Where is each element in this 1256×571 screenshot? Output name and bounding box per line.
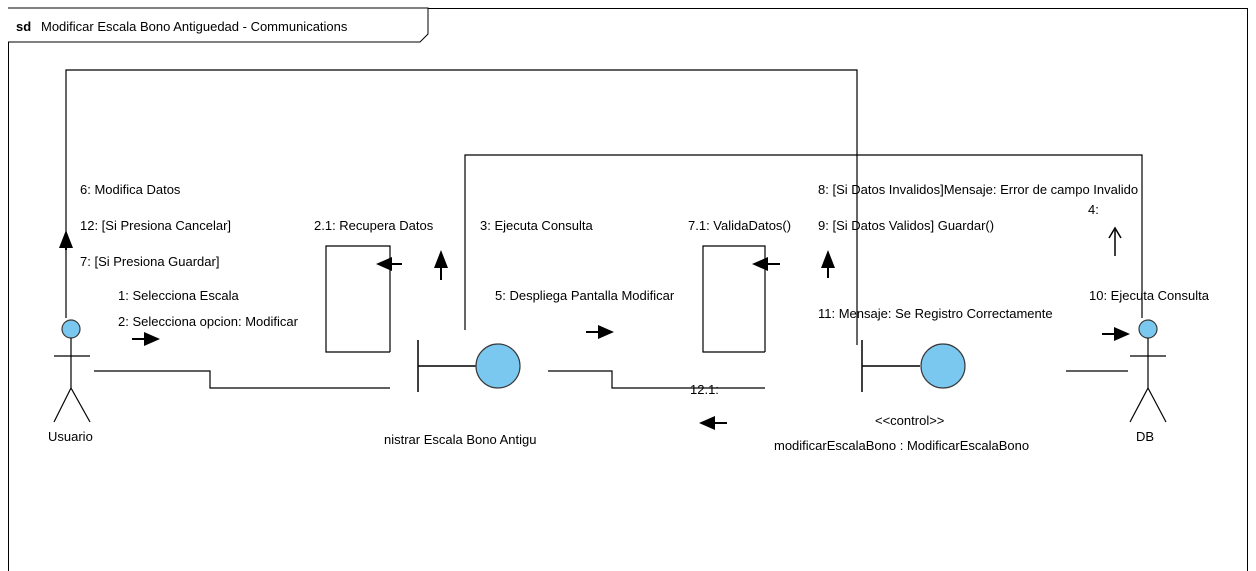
arrow-right-10 xyxy=(1102,327,1130,341)
link-usuario-boundary xyxy=(94,370,390,389)
frame-title-tab: sd Modificar Escala Bono Antiguedad - Co… xyxy=(8,7,429,43)
msg-9: 9: [Si Datos Validos] Guardar() xyxy=(818,218,994,233)
arrow-left-2-1 xyxy=(376,257,402,271)
msg-5: 5: Despliega Pantalla Modificar xyxy=(495,288,675,303)
frame-title: Modificar Escala Bono Antiguedad - Commu… xyxy=(41,19,348,34)
actor-usuario-label: Usuario xyxy=(48,429,93,444)
links xyxy=(65,69,1143,389)
msg-3: 3: Ejecuta Consulta xyxy=(480,218,594,233)
msg-6: 6: Modifica Datos xyxy=(80,182,181,197)
control-circle xyxy=(920,343,966,389)
link-usuario-control xyxy=(65,69,858,345)
actor-usuario[interactable]: Usuario xyxy=(48,319,93,444)
actor-db-label: DB xyxy=(1136,429,1154,444)
arrow-left-12-1 xyxy=(699,416,727,430)
arrow-left-7-1 xyxy=(752,257,780,271)
actor-usuario-head xyxy=(61,319,81,339)
msg-7-1: 7.1: ValidaDatos() xyxy=(688,218,791,233)
msg-11: 11: Mensaje: Se Registro Correctamente xyxy=(818,306,1053,321)
msg-7: 7: [Si Presiona Guardar] xyxy=(80,254,219,269)
control-label: modificarEscalaBono : ModificarEscalaBon… xyxy=(774,438,1029,453)
actor-db-head xyxy=(1138,319,1158,339)
control-stereotype: <<control>> xyxy=(875,413,944,428)
arrow-up-8-9 xyxy=(821,250,835,278)
msg-2: 2: Selecciona opcion: Modificar xyxy=(118,314,299,329)
actor-db[interactable]: DB xyxy=(1129,319,1167,444)
frame-keyword: sd xyxy=(16,19,31,34)
message-arrows xyxy=(59,230,1130,430)
link-control-self xyxy=(702,245,766,353)
control-object[interactable]: <<control>> modificarEscalaBono : Modifi… xyxy=(774,340,1029,453)
link-boundary-db xyxy=(464,154,1143,330)
msg-12-1: 12.1: xyxy=(690,382,719,397)
msg-8: 8: [Si Datos Invalidos]Mensaje: Error de… xyxy=(818,182,1138,197)
arrow-open-4 xyxy=(1108,226,1122,256)
diagram-frame xyxy=(8,8,1248,571)
arrow-right-5 xyxy=(586,325,614,339)
msg-2-1: 2.1: Recupera Datos xyxy=(314,218,434,233)
msg-12: 12: [Si Presiona Cancelar] xyxy=(80,218,231,233)
msg-4: 4: xyxy=(1088,202,1099,217)
link-boundary-self xyxy=(325,245,391,353)
boundary-circle xyxy=(475,343,521,389)
arrow-right-1-2 xyxy=(132,332,160,346)
boundary-label: nistrar Escala Bono Antigu xyxy=(384,432,536,447)
msg-1: 1: Selecciona Escala xyxy=(118,288,239,303)
link-boundary-control xyxy=(548,370,765,389)
msg-10: 10: Ejecuta Consulta xyxy=(1089,288,1210,303)
arrow-up-usuario xyxy=(59,230,73,250)
arrow-up-3 xyxy=(434,250,448,280)
boundary-object[interactable]: nistrar Escala Bono Antigu xyxy=(384,340,536,447)
message-labels: 6: Modifica Datos 12: [Si Presiona Cance… xyxy=(80,182,1210,397)
